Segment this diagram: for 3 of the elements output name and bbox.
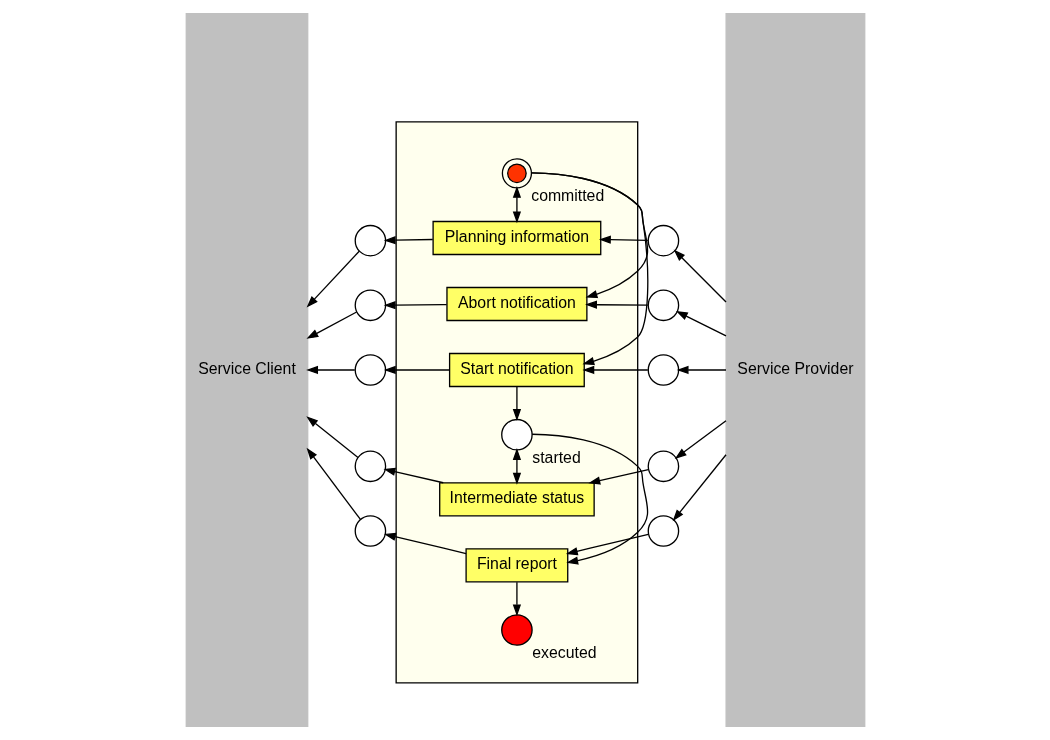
node-label: started — [531, 448, 581, 466]
node-label: executed — [531, 643, 597, 661]
node-label: committed — [530, 186, 604, 204]
